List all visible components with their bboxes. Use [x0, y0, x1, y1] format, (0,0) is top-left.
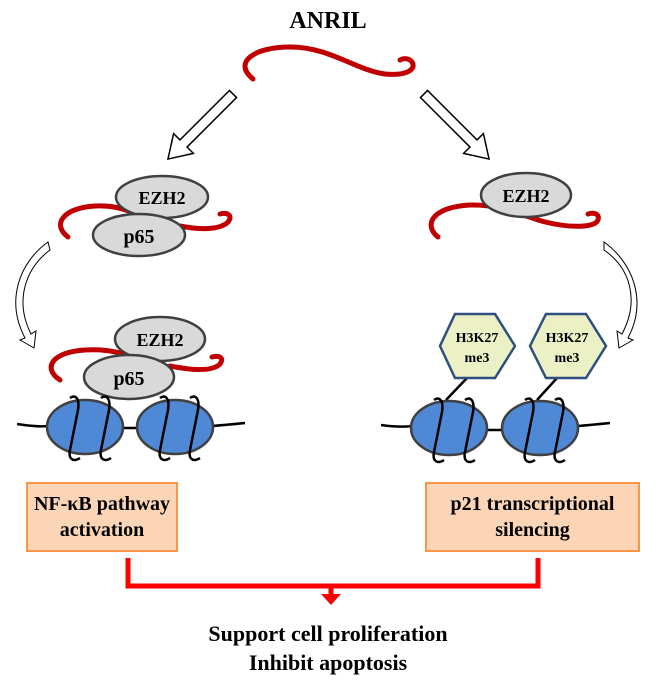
left-chromatin-p65-label: p65 [113, 368, 144, 390]
h3k27me3-mark-1: H3K27 me3 [438, 312, 517, 401]
left-p65-label: p65 [123, 226, 154, 248]
left-chromatin-ezh2-label: EZH2 [136, 330, 183, 350]
right-ezh2-protein [479, 171, 573, 219]
nucleosome [409, 399, 489, 457]
svg-text:H3K27: H3K27 [456, 331, 499, 346]
right-nucleosome-array [380, 397, 611, 464]
left-nucleosome-array [16, 395, 246, 462]
nfkb-line1: NF-κB pathway [33, 493, 171, 515]
nucleosome [500, 399, 580, 457]
nucleosome [45, 398, 125, 456]
nfkb-outcome-box: NF-κB pathway activation [26, 482, 178, 552]
p21-outcome-box: p21 transcriptional silencing [425, 482, 640, 552]
svg-text:me3: me3 [555, 351, 580, 366]
left-p65-protein [91, 212, 187, 258]
right-rna-strand [428, 202, 601, 240]
left-curved-arrow-icon [15, 241, 51, 349]
svg-text:me3: me3 [465, 351, 490, 366]
left-ezh2-label: EZH2 [138, 188, 185, 208]
arrow-to-left-complex-icon [166, 89, 238, 161]
h3k27me3-mark-2: H3K27 me3 [528, 312, 608, 401]
result-proliferation: Support cell proliferation [208, 621, 448, 646]
anril-rna-strand [242, 44, 416, 82]
nucleosome [135, 398, 215, 456]
merge-arrow-icon [125, 558, 541, 605]
title-anril: ANRIL [289, 8, 367, 34]
left-chromatin-rna-strand [48, 347, 225, 383]
p21-line2: silencing [495, 519, 570, 541]
svg-text:H3K27: H3K27 [546, 331, 589, 346]
right-curved-arrow-icon [603, 241, 638, 349]
arrow-to-right-complex-icon [419, 89, 491, 161]
right-ezh2-label: EZH2 [502, 186, 549, 206]
p21-line1: p21 transcriptional [450, 493, 615, 515]
nfkb-line2: activation [59, 519, 145, 541]
left-chromatin-p65-protein [82, 353, 176, 401]
result-apoptosis: Inhibit apoptosis [248, 650, 408, 675]
